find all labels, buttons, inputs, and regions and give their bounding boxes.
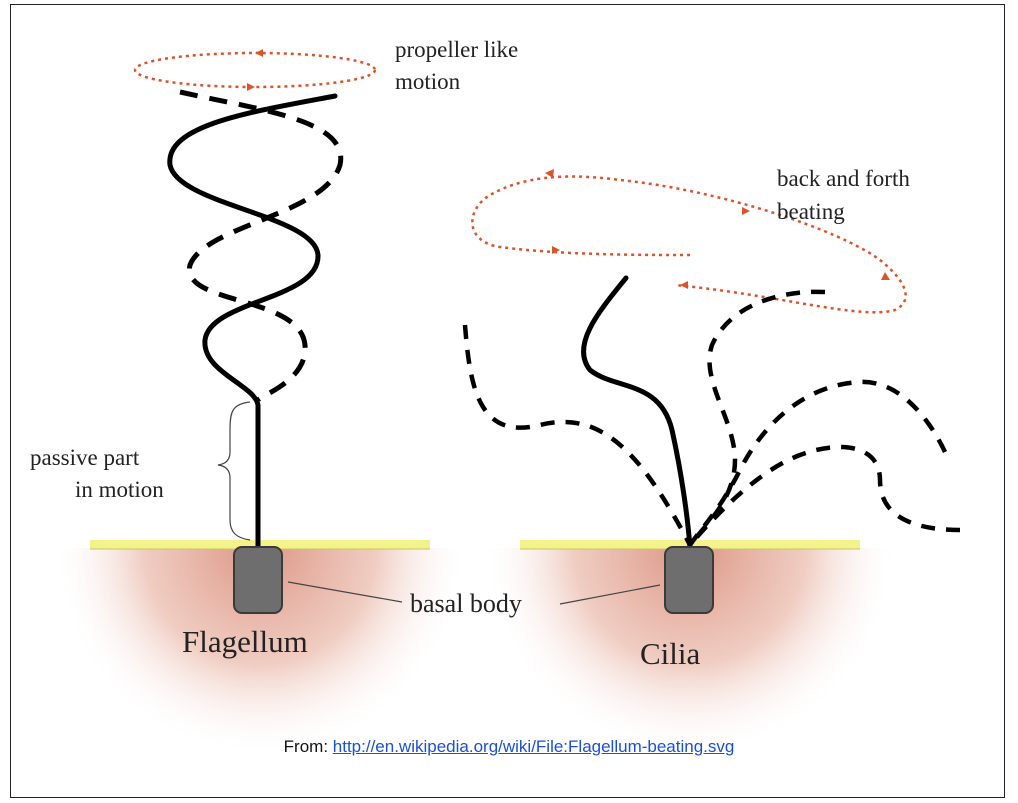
beating-label-line1: back and forth	[777, 166, 910, 191]
cilia-basal-body	[665, 547, 713, 613]
beating-arrowhead-3	[881, 272, 890, 280]
beating-motion-arrow	[472, 176, 905, 312]
source-link[interactable]: http://en.wikipedia.org/wiki/File:Flagel…	[333, 737, 735, 756]
passive-part-brace	[218, 402, 250, 540]
beating-arrowhead-4	[680, 281, 688, 289]
credit-prefix: From:	[284, 737, 333, 756]
propeller-arrowhead-top	[255, 49, 263, 57]
source-credit: From: http://en.wikipedia.org/wiki/File:…	[0, 737, 1018, 757]
flagellum-title: Flagellum	[182, 624, 308, 659]
flagellum-basal-body	[234, 547, 282, 613]
cilia-dashed-strand-1	[465, 325, 690, 545]
passive-label-line2: in motion	[75, 477, 164, 502]
cilia-solid-strand	[583, 278, 690, 548]
cilia-dashed-strand-4	[690, 447, 960, 545]
flagellum-helix-front-strand	[170, 96, 335, 548]
beating-label-line2: beating	[777, 199, 845, 224]
propeller-arrowhead-bottom	[247, 83, 255, 91]
propeller-label-line2: motion	[395, 69, 461, 94]
passive-label-line1: passive part	[30, 445, 140, 470]
cilia-dashed-strand-2	[690, 292, 825, 545]
basal-body-label: basal body	[410, 589, 522, 618]
propeller-label-line1: propeller like	[395, 37, 518, 62]
cilia-title: Cilia	[640, 636, 701, 671]
beating-arrowhead-2	[742, 207, 750, 215]
propeller-motion-arrow	[135, 53, 375, 87]
